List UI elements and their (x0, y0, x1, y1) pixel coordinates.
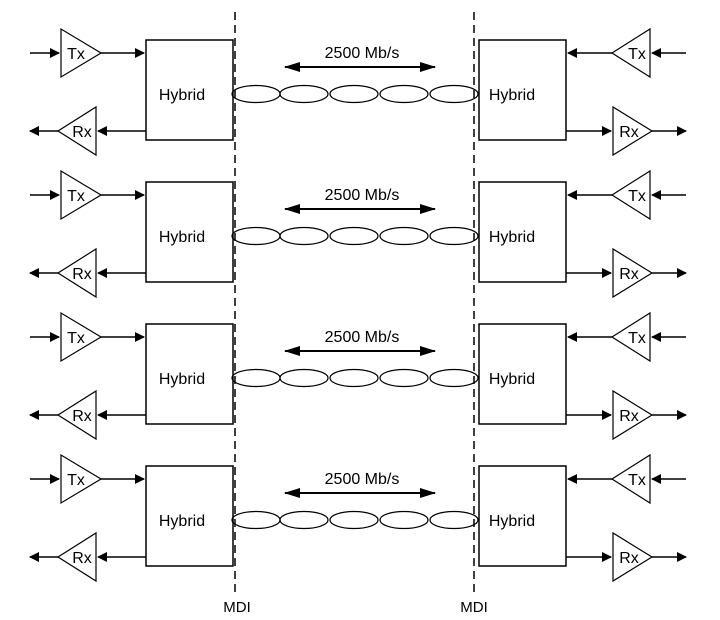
twisted-pair-loop (231, 368, 281, 388)
tx-amplifier-left (60, 453, 103, 505)
rate-label: 2500 Mb/s (325, 471, 400, 488)
twisted-pair-loop (329, 368, 379, 388)
rx-amplifier-right (612, 105, 654, 157)
twisted-pair-loop (279, 84, 329, 104)
tx-amplifier-left (60, 169, 103, 221)
rx-amplifier-right (612, 247, 654, 299)
hybrid-block-left (145, 465, 234, 567)
tx-label-right: Tx (628, 330, 646, 347)
rx-amplifier-left (56, 105, 97, 157)
hybrid-block-left (145, 39, 234, 141)
hybrid-label-right: Hybrid (489, 513, 535, 530)
tx-label-left: Tx (67, 472, 85, 489)
rate-label: 2500 Mb/s (325, 187, 400, 204)
rx-label-left: Rx (72, 550, 92, 567)
tx-label-left: Tx (67, 330, 85, 347)
twisted-pair-loop (379, 510, 429, 530)
rx-label-right: Rx (619, 266, 639, 283)
twisted-pair-loop (379, 84, 429, 104)
rx-amplifier-right (612, 389, 654, 441)
hybrid-label-right: Hybrid (489, 229, 535, 246)
twisted-pair-loop (279, 368, 329, 388)
hybrid-block-left (145, 323, 234, 425)
rx-label-right: Rx (619, 124, 639, 141)
hybrid-block-right (478, 39, 567, 141)
twisted-pair-loop (329, 510, 379, 530)
hybrid-block-right (478, 323, 567, 425)
tx-label-left: Tx (67, 188, 85, 205)
hybrid-label-left: Hybrid (159, 513, 205, 530)
twisted-pair-loop (379, 368, 429, 388)
twisted-pair-loop (231, 84, 281, 104)
twisted-pair-loop (429, 368, 479, 388)
twisted-pair-loop (231, 510, 281, 530)
tx-label-right: Tx (628, 46, 646, 63)
hybrid-label-left: Hybrid (159, 229, 205, 246)
hybrid-block-right (478, 465, 567, 567)
hybrid-block-right (478, 181, 567, 283)
twisted-pair-loop (429, 226, 479, 246)
tx-label-left: Tx (67, 46, 85, 63)
twisted-pair-loop (279, 226, 329, 246)
twisted-pair-loop (429, 84, 479, 104)
rate-label: 2500 Mb/s (325, 329, 400, 346)
rx-amplifier-right (612, 531, 654, 583)
tx-amplifier-right (610, 311, 651, 363)
tx-amplifier-left (60, 311, 103, 363)
rx-label-left: Rx (72, 124, 92, 141)
rx-amplifier-left (56, 389, 97, 441)
rx-label-left: Rx (72, 266, 92, 283)
rx-label-left: Rx (72, 408, 92, 425)
rx-label-right: Rx (619, 550, 639, 567)
rx-amplifier-left (56, 247, 97, 299)
tx-amplifier-right (610, 169, 651, 221)
hybrid-label-left: Hybrid (159, 87, 205, 104)
rate-label: 2500 Mb/s (325, 45, 400, 62)
tx-amplifier-right (610, 453, 651, 505)
rx-label-right: Rx (619, 408, 639, 425)
hybrid-label-right: Hybrid (489, 371, 535, 388)
rx-amplifier-left (56, 531, 97, 583)
tx-amplifier-right (610, 27, 651, 79)
mdi-left-label: MDI (223, 599, 251, 616)
twisted-pair-loop (231, 226, 281, 246)
tx-amplifier-left (60, 27, 103, 79)
twisted-pair-loop (379, 226, 429, 246)
hybrid-label-right: Hybrid (489, 87, 535, 104)
twisted-pair-loop (429, 510, 479, 530)
twisted-pair-loop (329, 84, 379, 104)
twisted-pair-loop (329, 226, 379, 246)
hybrid-block-left (145, 181, 234, 283)
hybrid-label-left: Hybrid (159, 371, 205, 388)
tx-label-right: Tx (628, 188, 646, 205)
tx-label-right: Tx (628, 472, 646, 489)
mdi-right-label: MDI (460, 599, 488, 616)
twisted-pair-loop (279, 510, 329, 530)
